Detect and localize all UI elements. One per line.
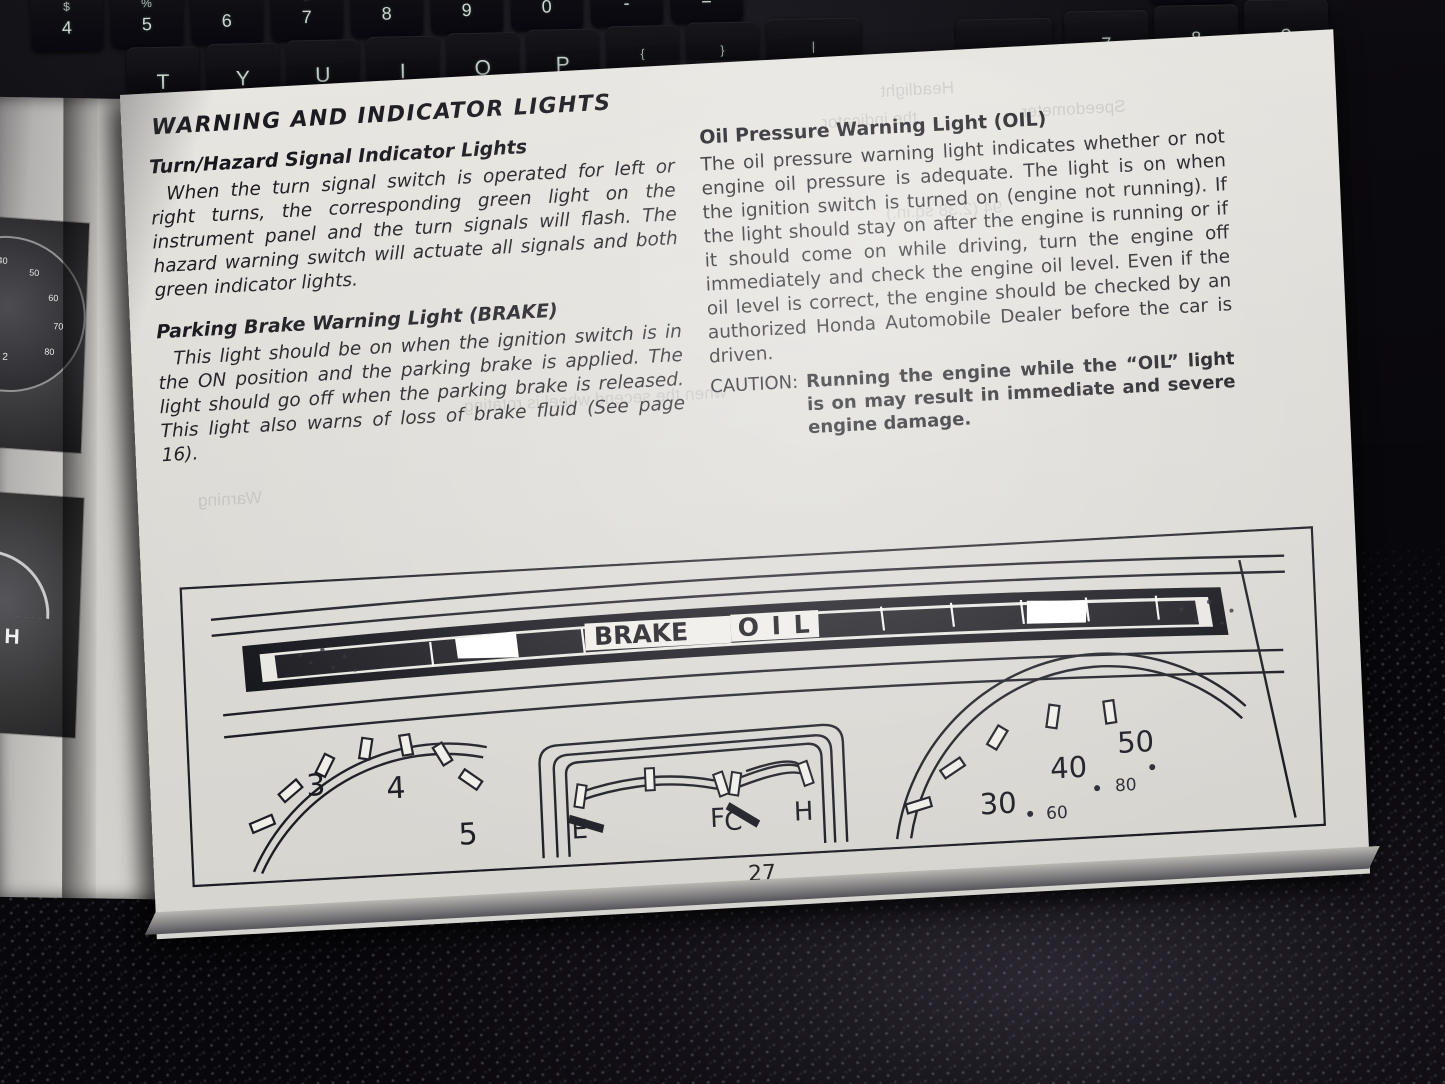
speedo-ticks [904, 698, 1118, 815]
section-body-turn-hazard: When the turn signal switch is operated … [150, 156, 679, 302]
right-column: Oil Pressure Warning Light (OIL) The oil… [698, 88, 1237, 445]
temp-max-label: H [793, 797, 814, 828]
fuel-needle [568, 814, 605, 833]
caution-label: CAUTION: [709, 372, 799, 398]
owners-manual-booklet: 0 10 20 30 40 50 60 70 80 00002 H P Head… [0, 28, 1387, 974]
key-6[interactable]: ^ 6 [190, 0, 264, 45]
tach-label-3: 3 [306, 768, 327, 804]
book-gutter [62, 96, 98, 901]
speedo-kmh-60: 60 [1046, 803, 1068, 824]
temp-min-label: C [724, 806, 743, 837]
left-column: Turn/Hazard Signal Indicator Lights When… [148, 118, 687, 475]
temperature-gauge: C H [724, 759, 815, 837]
speedo-kmh-80: 80 [1115, 775, 1137, 796]
key-5[interactable]: % 5 [110, 0, 184, 48]
manual-page-27: Headlight the indicator Speedometer 94 (… [120, 29, 1380, 940]
photo-arc [0, 545, 52, 619]
left-turn-arrow-icon [455, 631, 519, 659]
oil-indicator-label: O I L [737, 609, 812, 642]
tach-label-5: 5 [458, 817, 479, 853]
key-minus[interactable]: _ - [589, 0, 664, 27]
key-8[interactable]: * 8 [350, 0, 424, 38]
instrument-panel-figure: BRAKE O I L [179, 526, 1326, 888]
speedometer [895, 652, 1247, 840]
tach-label-4: 4 [386, 771, 407, 807]
key-4[interactable]: $ 4 [30, 0, 104, 52]
indicator-strip: BRAKE O I L [274, 595, 1200, 679]
key-0[interactable]: ) 0 [509, 0, 584, 31]
fuel-gauge: E F [568, 767, 731, 846]
temp-needle [725, 802, 761, 828]
speedo-mph-50: 50 [1116, 724, 1154, 760]
dashboard-drawing: BRAKE O I L [179, 526, 1326, 888]
section-body-oil-pressure: The oil pressure warning light indicates… [700, 126, 1233, 368]
two-column-body: Turn/Hazard Signal Indicator Lights When… [148, 84, 1322, 475]
center-gauge-bezel [538, 723, 849, 859]
speedo-mph-40: 40 [1049, 750, 1087, 786]
key-9[interactable]: ( 9 [430, 0, 504, 34]
tach-ticks [248, 733, 484, 835]
brake-indicator-label: BRAKE [593, 617, 688, 651]
tachometer [252, 742, 488, 874]
fuel-max-label: F [709, 803, 725, 834]
right-turn-arrow-icon [1026, 600, 1087, 624]
caution-text: Running the engine while the “OIL” light… [805, 348, 1236, 439]
section-body-parking-brake: This light should be on when the ignitio… [158, 321, 686, 467]
speedo-mph-30: 30 [979, 786, 1017, 822]
key-equals[interactable]: + = [669, 0, 744, 24]
fuel-min-label: E [571, 815, 589, 846]
key-7[interactable]: & 7 [270, 0, 344, 41]
